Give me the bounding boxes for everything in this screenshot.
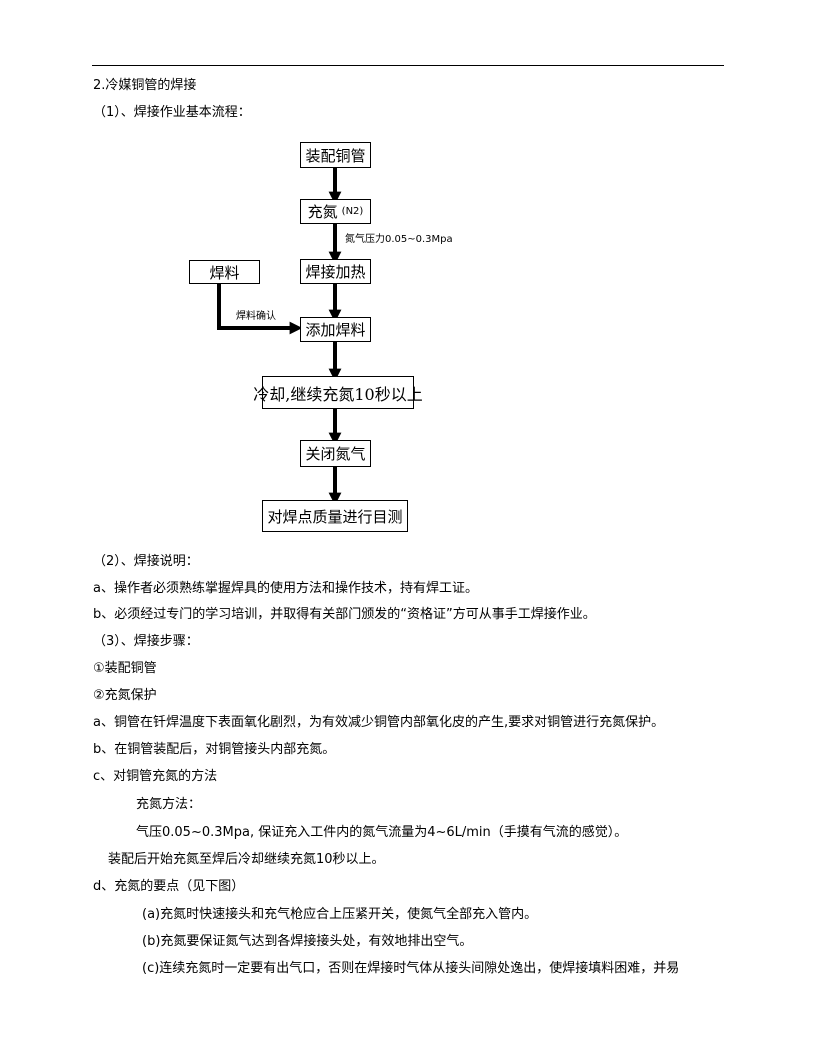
point-c: (c)连续充氮时一定要有出气口，否则在焊接时气体从接头间隙处逸出，使焊接填料困难… <box>142 961 680 976</box>
header-rule <box>92 65 724 66</box>
subsection-2-title: （2）、焊接说明： <box>93 554 199 569</box>
section-title: 2.冷媒铜管的焊接 <box>93 78 197 93</box>
paragraph-b1: b、必须经过专门的学习培训，并取得有关部门颁发的“资格证”方可从事手工焊接作业。 <box>93 607 596 622</box>
flow-box-heating: 焊接加热 <box>300 259 371 284</box>
point-a: (a)充氮时快速接头和充气枪应合上压紧开关，使氮气全部充入管内。 <box>142 907 538 922</box>
subsection-3-title: （3）、焊接步骤： <box>93 634 199 649</box>
subsection-1-title: （1）、焊接作业基本流程： <box>93 105 251 120</box>
flowchart-connectors <box>217 168 342 506</box>
flow-box-close-nitrogen-label: 关闭氮气 <box>305 445 366 463</box>
point-b: (b)充氮要保证氮气达到各焊接接头处，有效地排出空气。 <box>142 934 473 949</box>
pressure-note: 氮气压力0.05~0.3Mpa <box>345 234 453 245</box>
flow-box-heating-label: 焊接加热 <box>305 263 366 281</box>
method-title: 充氮方法： <box>136 797 202 812</box>
flow-box-inspection: 对焊点质量进行目测 <box>262 500 408 532</box>
flow-box-add-solder-label: 添加焊料 <box>305 321 366 339</box>
paragraph-a2: a、铜管在钎焊温度下表面氧化剧烈，为有效减少铜管内部氧化皮的产生,要求对铜管进行… <box>93 715 665 730</box>
flow-box-solder: 焊料 <box>189 260 260 284</box>
method-after: 装配后开始充氮至焊后冷却继续充氮10秒以上。 <box>108 852 385 867</box>
flow-box-add-solder: 添加焊料 <box>300 317 371 342</box>
arrow-side <box>217 284 303 335</box>
flow-box-nitrogen-sub: (N2) <box>341 206 364 217</box>
paragraph-d2: d、充氮的要点（见下图） <box>93 879 245 894</box>
step-2: ②充氮保护 <box>93 688 157 703</box>
flow-box-cooling-label: 冷却,继续充氮10秒以上 <box>253 384 423 404</box>
flow-box-inspection-label: 对焊点质量进行目测 <box>267 507 403 526</box>
flow-box-nitrogen-label: 充氮 <box>307 203 338 221</box>
flow-box-cooling: 冷却,继续充氮10秒以上 <box>253 376 423 409</box>
paragraph-b2: b、在铜管装配后，对铜管接头内部充氮。 <box>93 742 336 757</box>
paragraph-c2: c、对铜管充氮的方法 <box>93 769 218 784</box>
flow-box-nitrogen: 充氮(N2) <box>300 199 371 224</box>
flow-box-close-nitrogen: 关闭氮气 <box>300 440 371 467</box>
method-detail: 气压0.05~0.3Mpa, 保证充入工件内的氮气流量为4~6L/min（手摸有… <box>136 825 628 840</box>
flow-box-assemble: 装配铜管 <box>300 142 371 168</box>
flow-box-solder-label: 焊料 <box>209 263 240 282</box>
paragraph-a1: a、操作者必须熟练掌握焊具的使用方法和操作技术，持有焊工证。 <box>93 581 478 596</box>
step-1: ①装配铜管 <box>93 661 157 676</box>
solder-confirm-note: 焊料确认 <box>236 311 276 322</box>
flow-box-assemble-label: 装配铜管 <box>305 146 366 165</box>
